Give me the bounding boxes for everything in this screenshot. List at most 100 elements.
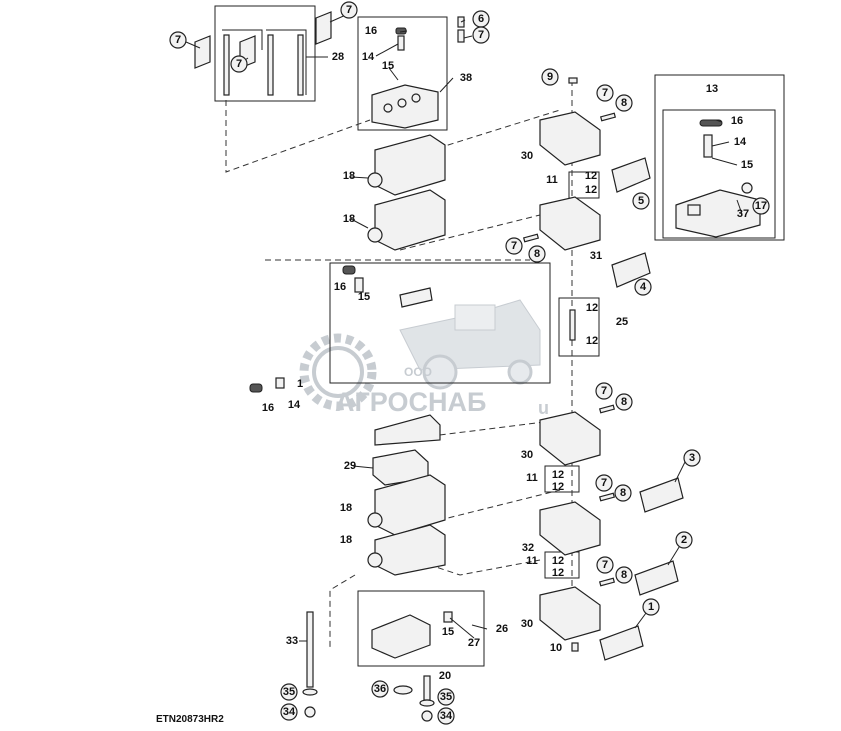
callout: 8 bbox=[615, 94, 633, 112]
callout: 29 bbox=[344, 460, 356, 472]
svg-text:18: 18 bbox=[343, 213, 355, 225]
svg-text:12: 12 bbox=[586, 335, 598, 347]
callout: 37 bbox=[737, 208, 749, 220]
svg-text:12: 12 bbox=[552, 481, 564, 493]
callout: 25 bbox=[616, 316, 628, 328]
svg-text:8: 8 bbox=[621, 396, 627, 408]
callout: 15 bbox=[442, 626, 454, 638]
callout: 18 bbox=[343, 170, 355, 182]
callout: 7 bbox=[340, 1, 358, 19]
svg-text:15: 15 bbox=[442, 626, 454, 638]
svg-text:36: 36 bbox=[374, 683, 386, 695]
svg-text:4: 4 bbox=[640, 281, 647, 293]
svg-text:10: 10 bbox=[550, 642, 562, 654]
callout: 30 bbox=[521, 449, 533, 461]
callout: 38 bbox=[460, 72, 472, 84]
callout: 12 bbox=[552, 567, 564, 579]
svg-text:18: 18 bbox=[340, 502, 352, 514]
box-group-11b bbox=[544, 465, 580, 493]
svg-text:7: 7 bbox=[236, 58, 242, 70]
callout: 14 bbox=[734, 136, 747, 148]
callout: 30 bbox=[521, 150, 533, 162]
callout: 34 bbox=[280, 703, 298, 721]
callout: 12 bbox=[552, 555, 564, 567]
svg-text:9: 9 bbox=[547, 71, 553, 83]
tie-rods bbox=[194, 11, 332, 96]
svg-text:25: 25 bbox=[616, 316, 628, 328]
svg-text:15: 15 bbox=[382, 60, 394, 72]
svg-text:27: 27 bbox=[468, 637, 480, 649]
svg-text:30: 30 bbox=[521, 618, 533, 630]
detail-13-parts bbox=[675, 119, 761, 238]
svg-text:16: 16 bbox=[731, 115, 743, 127]
callout: 8 bbox=[615, 566, 633, 584]
callout: 30 bbox=[521, 618, 533, 630]
callout: 11 bbox=[526, 472, 538, 484]
middle-box-parts bbox=[249, 265, 433, 393]
watermark-harvester-icon bbox=[399, 299, 541, 390]
callout: 12 bbox=[586, 302, 598, 314]
svg-text:8: 8 bbox=[621, 569, 627, 581]
spool-valve-sections-left bbox=[367, 134, 446, 576]
svg-text:28: 28 bbox=[332, 51, 344, 63]
callout: 20 bbox=[439, 670, 451, 682]
callout: 15 bbox=[382, 60, 394, 72]
svg-text:11: 11 bbox=[546, 174, 558, 186]
svg-text:7: 7 bbox=[602, 87, 608, 99]
box-detail-13-outer bbox=[654, 74, 785, 241]
svg-text:12: 12 bbox=[586, 302, 598, 314]
callout: 32 bbox=[522, 542, 534, 554]
callout: 7 bbox=[230, 55, 248, 73]
svg-text:14: 14 bbox=[734, 136, 747, 148]
callout: 18 bbox=[340, 534, 352, 546]
callout: 7 bbox=[595, 474, 613, 492]
callout: 5 bbox=[632, 192, 650, 210]
svg-text:18: 18 bbox=[343, 170, 355, 182]
svg-text:6: 6 bbox=[478, 13, 484, 25]
svg-text:16: 16 bbox=[365, 25, 377, 37]
svg-text:8: 8 bbox=[620, 487, 626, 499]
callout: 26 bbox=[496, 623, 508, 635]
callout: 13 bbox=[706, 83, 718, 95]
callout: 9 bbox=[541, 68, 559, 86]
svg-text:33: 33 bbox=[286, 635, 298, 647]
callout: 14 bbox=[362, 51, 375, 63]
svg-text:7: 7 bbox=[601, 385, 607, 397]
callout: 6 bbox=[472, 10, 490, 28]
svg-text:35: 35 bbox=[440, 691, 452, 703]
box-detail-13-inner bbox=[662, 109, 776, 239]
svg-text:14: 14 bbox=[288, 399, 301, 411]
svg-text:12: 12 bbox=[585, 170, 597, 182]
svg-text:26: 26 bbox=[496, 623, 508, 635]
callout: 7 bbox=[472, 26, 490, 44]
bolts-and-seals bbox=[522, 77, 617, 652]
svg-text:31: 31 bbox=[590, 250, 602, 262]
callout: 12 bbox=[552, 481, 564, 493]
svg-text:38: 38 bbox=[460, 72, 472, 84]
svg-text:1: 1 bbox=[648, 601, 654, 613]
svg-text:32: 32 bbox=[522, 542, 534, 554]
svg-text:30: 30 bbox=[521, 449, 533, 461]
callout: 35 bbox=[437, 688, 455, 706]
svg-text:7: 7 bbox=[478, 29, 484, 41]
callout: 10 bbox=[550, 642, 562, 654]
svg-text:7: 7 bbox=[511, 240, 517, 252]
svg-text:5: 5 bbox=[638, 195, 644, 207]
callout: 11 bbox=[546, 174, 558, 186]
callout: 7 bbox=[169, 31, 187, 49]
svg-text:30: 30 bbox=[521, 150, 533, 162]
box-tie-rods bbox=[214, 5, 316, 102]
svg-text:29: 29 bbox=[344, 460, 356, 472]
callout: 35 bbox=[280, 683, 298, 701]
callout: 12 bbox=[586, 335, 598, 347]
svg-text:7: 7 bbox=[346, 4, 352, 16]
callout: 12 bbox=[552, 469, 564, 481]
box-middle-section bbox=[329, 262, 551, 384]
callout: 8 bbox=[614, 484, 632, 502]
svg-text:7: 7 bbox=[175, 34, 181, 46]
svg-text:7: 7 bbox=[602, 559, 608, 571]
svg-text:12: 12 bbox=[585, 184, 597, 196]
callout: 18 bbox=[340, 502, 352, 514]
callout: 33 bbox=[286, 635, 298, 647]
